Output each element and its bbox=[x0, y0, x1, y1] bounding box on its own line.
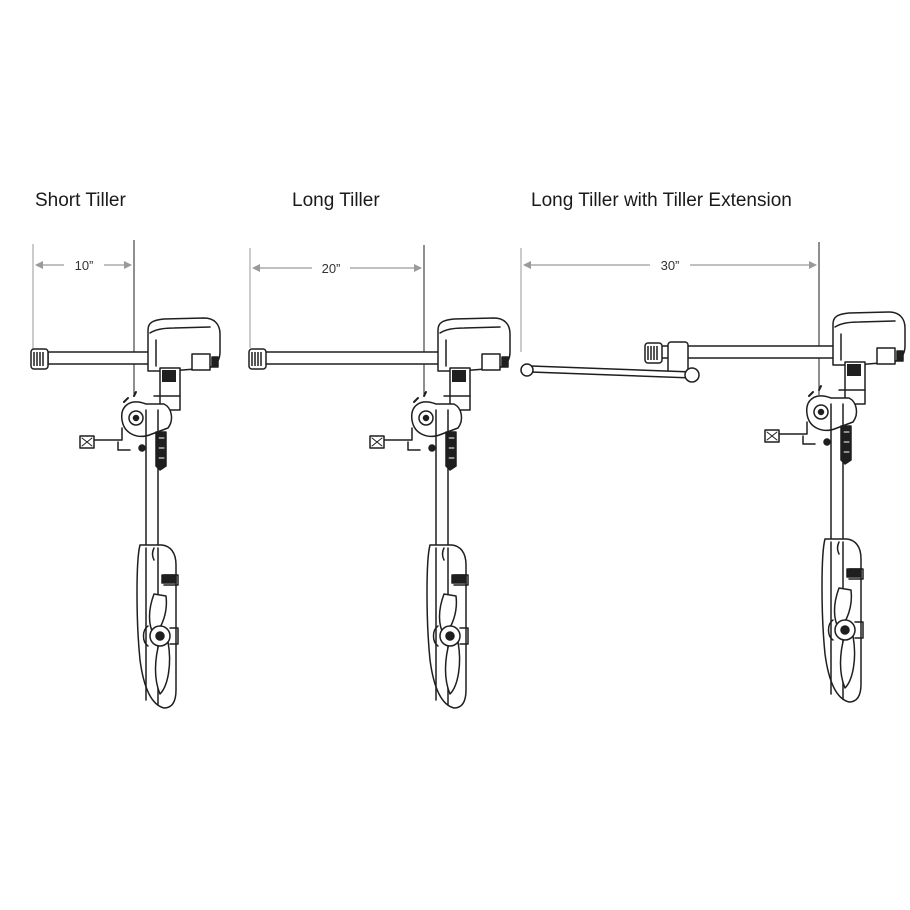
tiller-arm bbox=[264, 351, 461, 365]
dimension-label: 10” bbox=[75, 258, 94, 273]
panel-title-long-tiller: Long Tiller bbox=[292, 190, 380, 211]
short-tiller-drawing: 10” bbox=[30, 240, 221, 709]
tiller-arm bbox=[659, 345, 856, 359]
long-tiller-drawing: 20” bbox=[248, 245, 511, 709]
panel-title-short-tiller: Short Tiller bbox=[35, 190, 126, 211]
extension-knob bbox=[520, 363, 534, 377]
dimension-label: 20” bbox=[322, 261, 341, 276]
extension-knob bbox=[684, 367, 700, 383]
outboard-motor bbox=[79, 317, 221, 709]
outboard-motor bbox=[369, 317, 511, 709]
tiller-extension-drawing: 30” bbox=[520, 242, 906, 703]
panel-title-tiller-extension: Long Tiller with Tiller Extension bbox=[531, 190, 792, 211]
dimension-label: 30” bbox=[661, 258, 680, 273]
outboard-motor bbox=[764, 311, 906, 703]
